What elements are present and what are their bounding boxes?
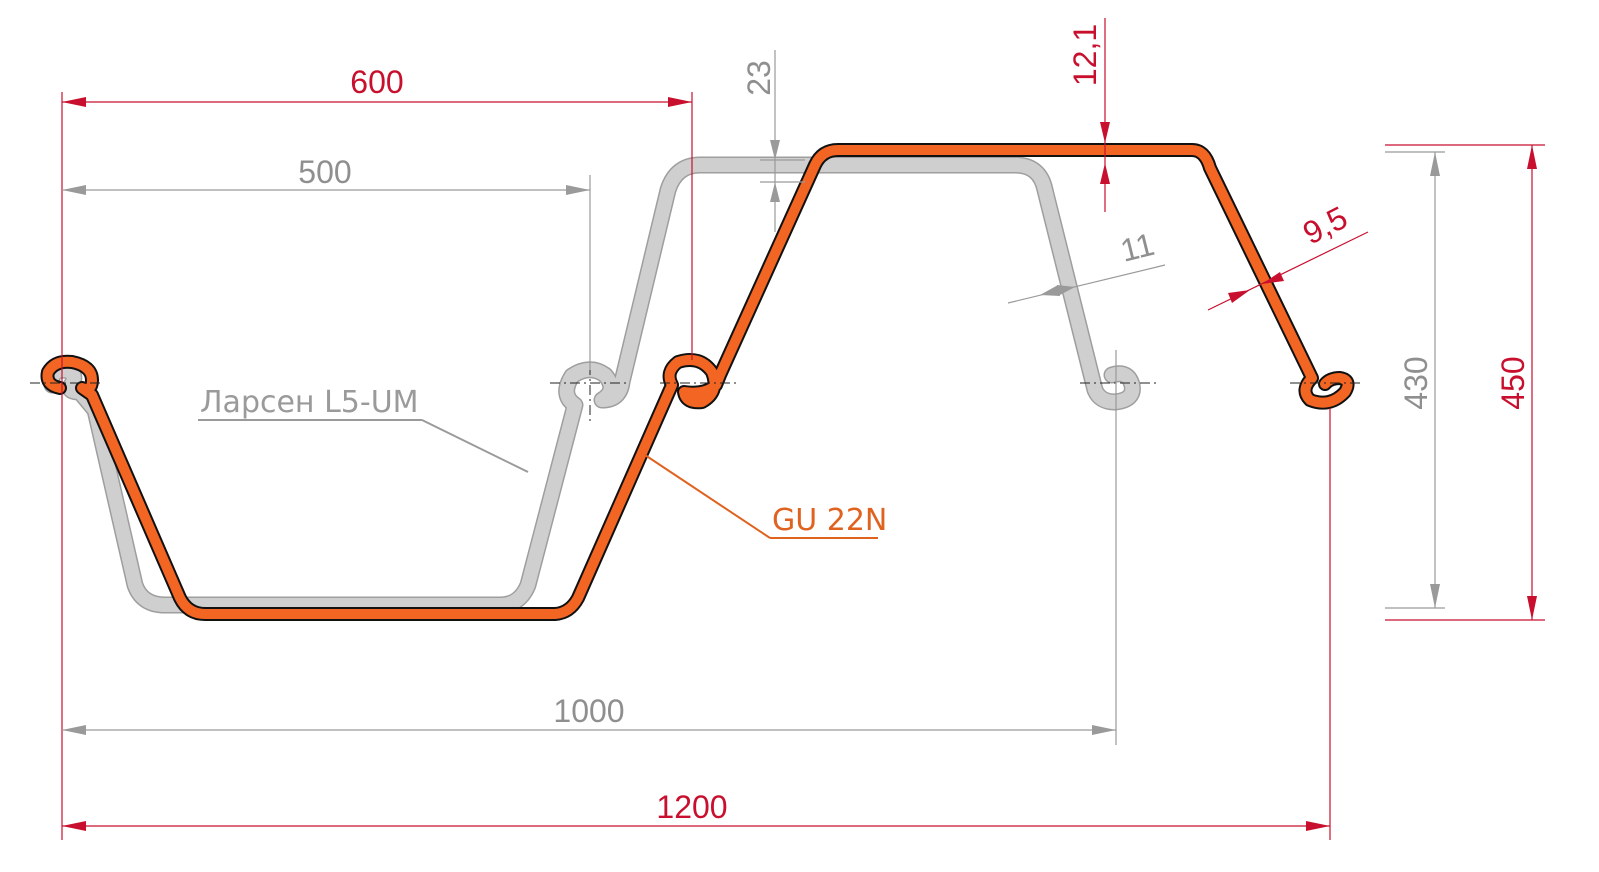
dimension-11: 11 bbox=[1007, 226, 1166, 304]
dimension-23: 23 bbox=[741, 50, 805, 232]
dimension-430: 430 bbox=[1398, 152, 1440, 608]
larssen-profile bbox=[43, 156, 1141, 614]
dimension-500-label: 500 bbox=[298, 154, 351, 190]
dimension-430-label: 430 bbox=[1398, 356, 1434, 409]
dimension-23-label: 23 bbox=[741, 60, 777, 96]
gu22n-label: GU 22N bbox=[772, 503, 887, 538]
larssen-label-group: Ларсен L5-UM bbox=[198, 385, 529, 473]
dimension-600: 600 bbox=[62, 64, 692, 107]
dimension-600-label: 600 bbox=[350, 64, 403, 100]
dimension-12-1-label: 12,1 bbox=[1067, 24, 1103, 86]
dimension-1000-label: 1000 bbox=[553, 693, 624, 729]
dimension-450-label: 450 bbox=[1495, 356, 1531, 409]
gu22n-label-group: GU 22N bbox=[644, 454, 887, 539]
dimension-1000: 1000 bbox=[62, 693, 1116, 735]
dimension-1200: 1200 bbox=[62, 789, 1330, 831]
dimension-12-1: 12,1 bbox=[1067, 18, 1110, 212]
center-lines bbox=[30, 345, 1360, 425]
dimension-450: 450 bbox=[1495, 145, 1537, 620]
dimension-11-label: 11 bbox=[1117, 226, 1158, 269]
gu22n-profile bbox=[40, 143, 1355, 621]
larssen-label: Ларсен L5-UM bbox=[200, 385, 419, 420]
dimension-1200-label: 1200 bbox=[656, 789, 727, 825]
dimension-500: 500 bbox=[62, 154, 590, 195]
